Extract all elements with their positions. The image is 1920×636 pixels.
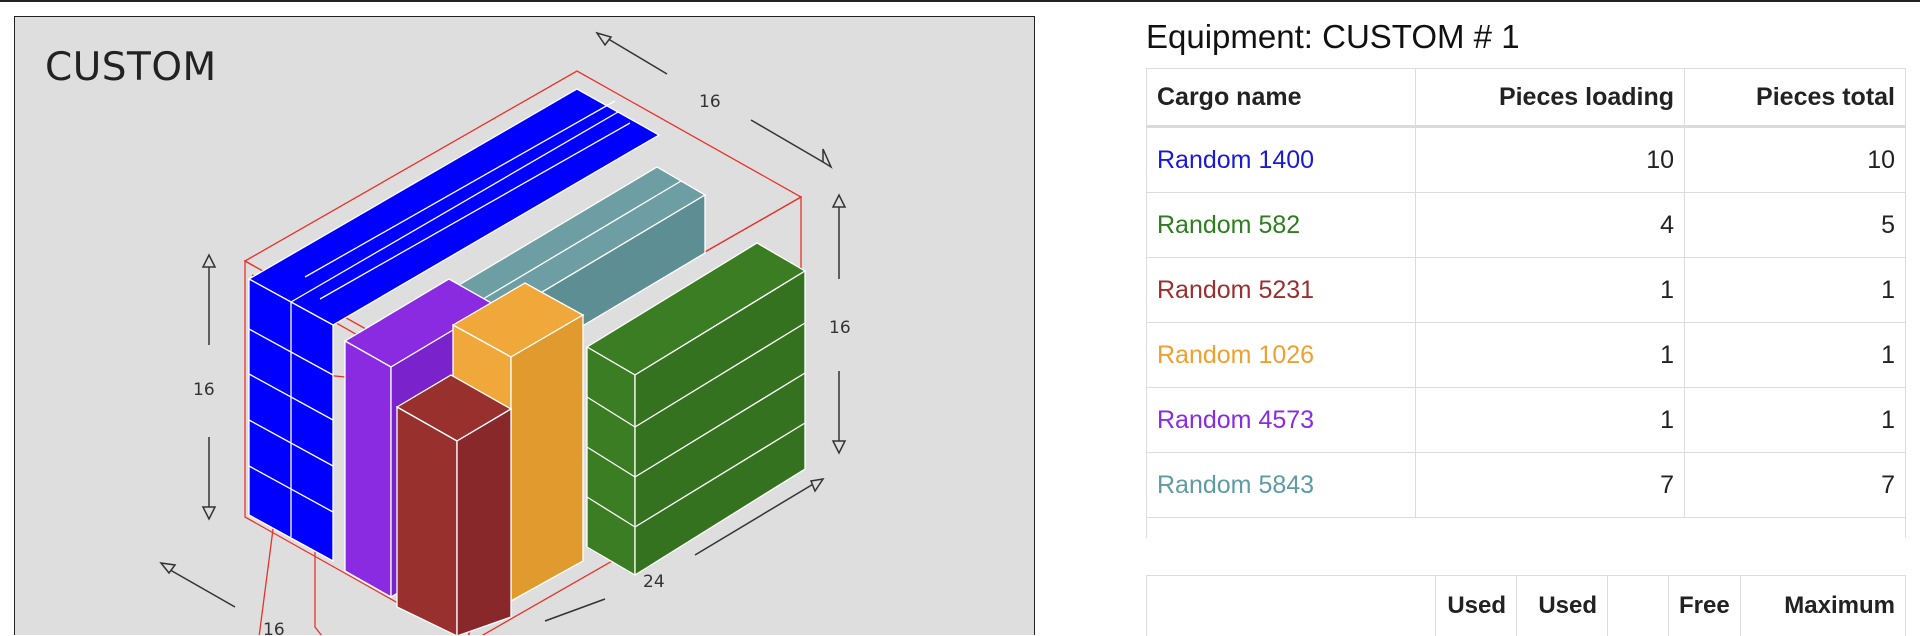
cargo-name-cell[interactable]: Random 1026: [1147, 323, 1416, 388]
pieces-total-cell: 10: [1685, 127, 1906, 193]
header-pieces-loading[interactable]: Pieces loading: [1416, 69, 1685, 127]
pieces-loading-cell: 1: [1416, 388, 1685, 453]
cargo-table-header: Cargo name Pieces loading Pieces total: [1147, 69, 1906, 127]
spacer-cell: [1147, 518, 1906, 539]
cargo-name-cell[interactable]: Random 5843: [1147, 453, 1416, 518]
equipment-label: Equipment:: [1146, 18, 1313, 55]
summary-header-blank: [1147, 576, 1436, 636]
equipment-title: Equipment: CUSTOM # 1: [1146, 12, 1906, 68]
container-diagram: 16 16 16 24 16: [15, 17, 1035, 635]
dimension-top: 16: [699, 92, 721, 112]
equipment-details: Equipment: CUSTOM # 1 Cargo name Pieces …: [1146, 12, 1906, 538]
pieces-loading-cell: 10: [1416, 127, 1685, 193]
summary-header-maximum[interactable]: Maximum: [1740, 576, 1905, 636]
cargo-name-link[interactable]: Random 1026: [1157, 341, 1314, 369]
pieces-total-cell: 1: [1685, 388, 1906, 453]
summary-header-blank-2: [1608, 576, 1669, 636]
cargo-name-link[interactable]: Random 5843: [1157, 471, 1314, 499]
cargo-name-cell[interactable]: Random 582: [1147, 193, 1416, 258]
top-border: [0, 0, 1920, 2]
pieces-total-cell: 1: [1685, 323, 1906, 388]
summary-header-used-1[interactable]: Used: [1436, 576, 1517, 636]
cargo-name-cell[interactable]: Random 5231: [1147, 258, 1416, 323]
pieces-total-cell: 5: [1685, 193, 1906, 258]
cargo-name-link[interactable]: Random 1400: [1157, 146, 1314, 174]
dimension-bottom-front: 24: [643, 572, 665, 592]
header-pieces-total[interactable]: Pieces total: [1685, 69, 1906, 127]
cargo-name-link[interactable]: Random 4573: [1157, 406, 1314, 434]
summary-table: Used Used Free Maximum: [1146, 575, 1906, 636]
cargo-name-link[interactable]: Random 582: [1157, 211, 1300, 239]
pieces-total-cell: 7: [1685, 453, 1906, 518]
dimension-left: 16: [193, 380, 215, 400]
cargo-table: Cargo name Pieces loading Pieces total R…: [1146, 68, 1906, 538]
cargo-name-link[interactable]: Random 5231: [1157, 276, 1314, 304]
pieces-loading-cell: 1: [1416, 258, 1685, 323]
pieces-loading-cell: 4: [1416, 193, 1685, 258]
table-spacer-row: [1147, 518, 1906, 539]
summary-header-used-2[interactable]: Used: [1517, 576, 1608, 636]
summary-header-free[interactable]: Free: [1669, 576, 1741, 636]
summary-table-header: Used Used Free Maximum: [1147, 576, 1906, 636]
cargo-3d-view: CUSTOM: [14, 16, 1035, 635]
cargo-block-dark-red: [397, 375, 511, 635]
header-cargo-name[interactable]: Cargo name: [1147, 69, 1416, 127]
dimension-bottom-left: 16: [263, 620, 285, 635]
cargo-name-cell[interactable]: Random 4573: [1147, 388, 1416, 453]
equipment-name: CUSTOM # 1: [1322, 18, 1519, 55]
cargo-name-cell[interactable]: Random 1400: [1147, 127, 1416, 193]
dimension-right: 16: [829, 318, 851, 338]
pieces-loading-cell: 7: [1416, 453, 1685, 518]
pieces-total-cell: 1: [1685, 258, 1906, 323]
pieces-loading-cell: 1: [1416, 323, 1685, 388]
